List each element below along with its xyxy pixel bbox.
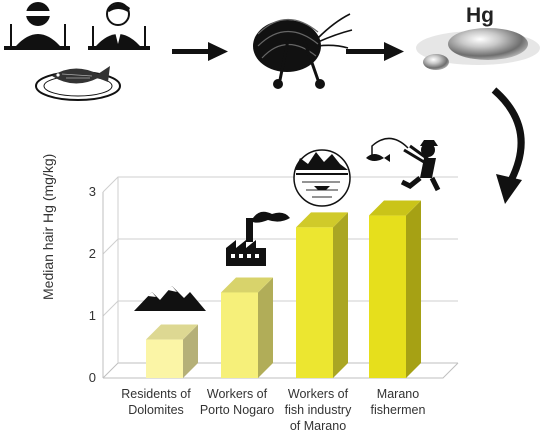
fisherman-icon xyxy=(366,137,441,192)
bar-1 xyxy=(146,324,198,378)
category-label-line: Dolomites xyxy=(128,403,184,417)
mountains-icon xyxy=(134,286,206,311)
y-tick-label: 1 xyxy=(88,308,96,323)
category-label-line: Marano xyxy=(376,387,420,401)
y-tick-label: 2 xyxy=(88,246,96,261)
bar-side xyxy=(258,277,273,378)
category-label-line: fishermen xyxy=(370,403,426,417)
bar-3 xyxy=(296,212,348,378)
bar-front xyxy=(221,292,258,378)
y-axis-title: Median hair Hg (mg/kg) xyxy=(40,153,56,300)
flow-arrow-icon xyxy=(346,42,404,61)
bar-series xyxy=(146,200,421,378)
category-label-line: Workers of xyxy=(287,387,349,401)
bar-4 xyxy=(369,200,421,378)
category-label-line: fish industry xyxy=(284,403,352,417)
y-tick-label: 3 xyxy=(88,184,96,199)
bar-2 xyxy=(221,277,273,378)
bar-side xyxy=(183,324,198,378)
bar-top xyxy=(296,212,348,228)
people-eating-icon xyxy=(4,2,150,50)
mercury-droplet-icon xyxy=(416,28,540,70)
category-label: Workers of Porto Nogaro xyxy=(191,386,283,418)
mercury-symbol-label: Hg xyxy=(466,4,494,27)
factory-icon xyxy=(226,211,290,266)
bar-top xyxy=(146,324,198,340)
fish-plate-icon xyxy=(35,66,121,101)
category-label-line: Residents of xyxy=(121,387,191,401)
bar-top xyxy=(221,277,273,293)
bar-side xyxy=(406,200,421,378)
lagoon-village-icon xyxy=(293,149,351,207)
flow-arrow-icon xyxy=(172,42,228,61)
bar-front xyxy=(146,339,183,378)
category-label: Workers of fish industry of Marano xyxy=(272,386,364,434)
category-label: Residents of Dolomites xyxy=(110,386,202,418)
category-label: Marano fishermen xyxy=(352,386,444,418)
bar-front xyxy=(296,227,333,378)
hair-scissors-icon xyxy=(253,13,353,89)
bar-front xyxy=(369,215,406,378)
category-label-line: Workers of xyxy=(206,387,268,401)
y-tick-label: 0 xyxy=(88,370,96,385)
flow-arrow-icon xyxy=(491,87,525,204)
bar-side xyxy=(333,212,348,378)
category-label-line: of Marano xyxy=(289,419,347,433)
bar-top xyxy=(369,200,421,216)
category-label-line: Porto Nogaro xyxy=(199,403,275,417)
